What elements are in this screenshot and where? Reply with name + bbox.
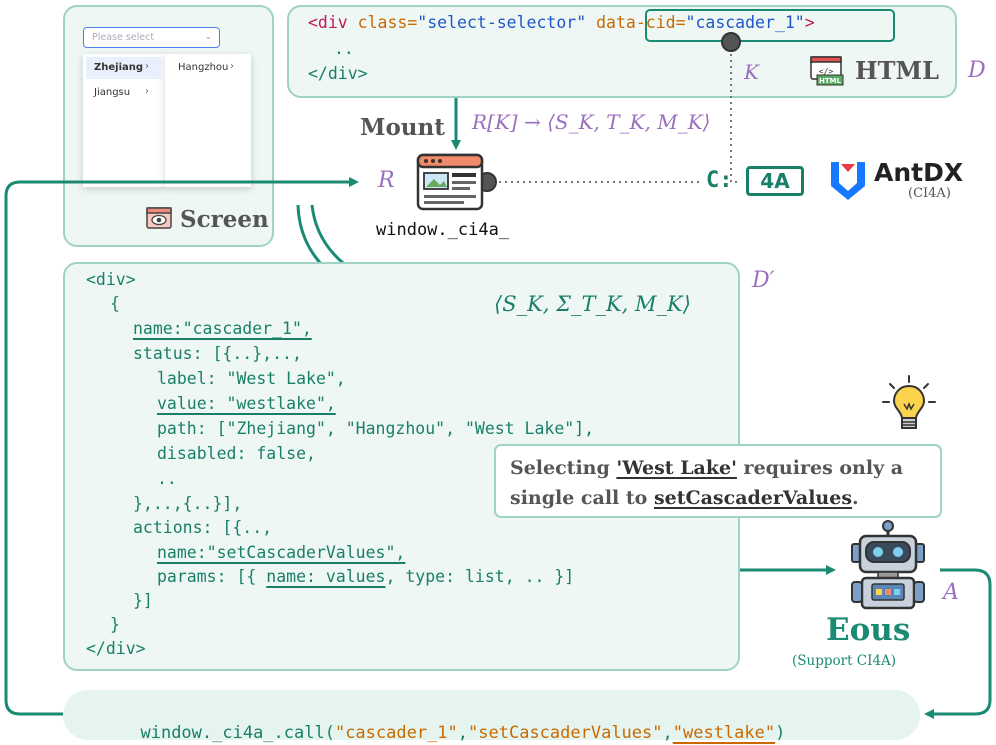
screen-eye-icon bbox=[146, 207, 172, 229]
chevron-right-icon: › bbox=[145, 86, 149, 97]
c4a-box: 4A bbox=[746, 166, 804, 196]
select-placeholder: Please select bbox=[92, 32, 155, 43]
d-symbol: D bbox=[968, 58, 986, 83]
html-label: HTML bbox=[855, 56, 939, 85]
chevron-right-icon: › bbox=[145, 61, 149, 72]
tip-box: Selecting 'West Lake' requires only a si… bbox=[494, 444, 942, 518]
robot-agent-icon bbox=[851, 520, 925, 610]
call-bar bbox=[63, 690, 920, 740]
call-code: window._ci4a_.call("cascader_1","setCasc… bbox=[140, 723, 786, 743]
antdx-logo-icon bbox=[831, 162, 865, 200]
html-line-1: <div class="select-selector" data-cid="c… bbox=[308, 13, 815, 32]
call-arrow bbox=[924, 568, 992, 719]
tip-line-2: single call to setCascaderValues. bbox=[510, 487, 859, 509]
lightbulb-icon bbox=[882, 375, 936, 429]
screen-label: Screen bbox=[180, 206, 269, 233]
window-label: window._ci4a_ bbox=[376, 220, 510, 240]
mount-label: Mount bbox=[360, 114, 445, 141]
data-line-name: name:"cascader_1", bbox=[133, 319, 312, 338]
d-prime-symbol: D′ bbox=[752, 268, 775, 293]
data-line-actions-end: }] bbox=[133, 591, 153, 610]
cid-node bbox=[721, 32, 741, 52]
cascader-select-input[interactable]: Please select ⌄ bbox=[83, 27, 220, 48]
svg-text:</>: </> bbox=[819, 67, 834, 76]
data-line-status-end: },..,{..}], bbox=[133, 494, 243, 513]
antdx-name: AntDX bbox=[874, 158, 964, 187]
data-tuple: ⟨S_K, Σ_T_K, M_K⟩ bbox=[494, 292, 691, 316]
data-line-brace: { bbox=[110, 294, 120, 313]
data-cid-highlight bbox=[645, 9, 895, 42]
data-line-params: params: [{ name: values, type: list, .. … bbox=[157, 567, 575, 586]
data-line-path: path: ["Zhejiang", "Hangzhou", "West Lak… bbox=[157, 419, 595, 438]
cascader-option-jiangsu[interactable]: Jiangsu bbox=[94, 87, 131, 98]
k-symbol: K bbox=[744, 60, 759, 84]
mount-mapping: R[K] → ⟨S_K, T_K, M_K⟩ bbox=[472, 110, 711, 134]
data-line-actions: actions: [{.., bbox=[133, 518, 273, 537]
data-line-disabled: disabled: false, bbox=[157, 444, 316, 463]
data-line-value: value: "westlake", bbox=[157, 394, 336, 413]
antdx-sub: (CI4A) bbox=[908, 186, 951, 201]
cascader-option-hangzhou[interactable]: Hangzhou bbox=[178, 62, 229, 73]
agent-sub: (Support CI4A) bbox=[792, 653, 897, 669]
html-file-icon: </> HTML bbox=[810, 56, 844, 86]
svg-text:HTML: HTML bbox=[819, 77, 842, 85]
data-line-status: status: [{..},.., bbox=[133, 344, 302, 363]
html-panel bbox=[287, 5, 957, 98]
chevron-down-icon: ⌄ bbox=[204, 32, 212, 42]
data-line-brace-end: } bbox=[110, 615, 120, 634]
data-line-ellipsis: .. bbox=[157, 469, 177, 488]
window-browser-icon bbox=[416, 153, 484, 211]
tip-line-1: Selecting 'West Lake' requires only a bbox=[510, 457, 904, 479]
a-symbol: A bbox=[943, 580, 959, 605]
r-symbol: R bbox=[378, 168, 395, 193]
data-line-div-open: <div> bbox=[86, 270, 136, 289]
data-line-label: label: "West Lake", bbox=[157, 369, 346, 388]
cascader-option-zhejiang-bg bbox=[86, 57, 162, 79]
agent-name: Eous bbox=[826, 612, 911, 648]
chevron-right-icon: › bbox=[230, 61, 234, 72]
loop-arrow bbox=[4, 177, 359, 716]
html-line-2: .. bbox=[334, 39, 354, 58]
cascader-dropdown-col2 bbox=[165, 54, 251, 187]
c4a-prefix: C: bbox=[706, 168, 733, 193]
data-line-action-name: name:"setCascaderValues", bbox=[157, 543, 406, 562]
html-line-3: </div> bbox=[308, 64, 368, 83]
data-line-div-close: </div> bbox=[86, 639, 146, 658]
cascader-option-zhejiang[interactable]: Zhejiang bbox=[94, 62, 144, 73]
dotted-link-cid bbox=[730, 42, 740, 183]
